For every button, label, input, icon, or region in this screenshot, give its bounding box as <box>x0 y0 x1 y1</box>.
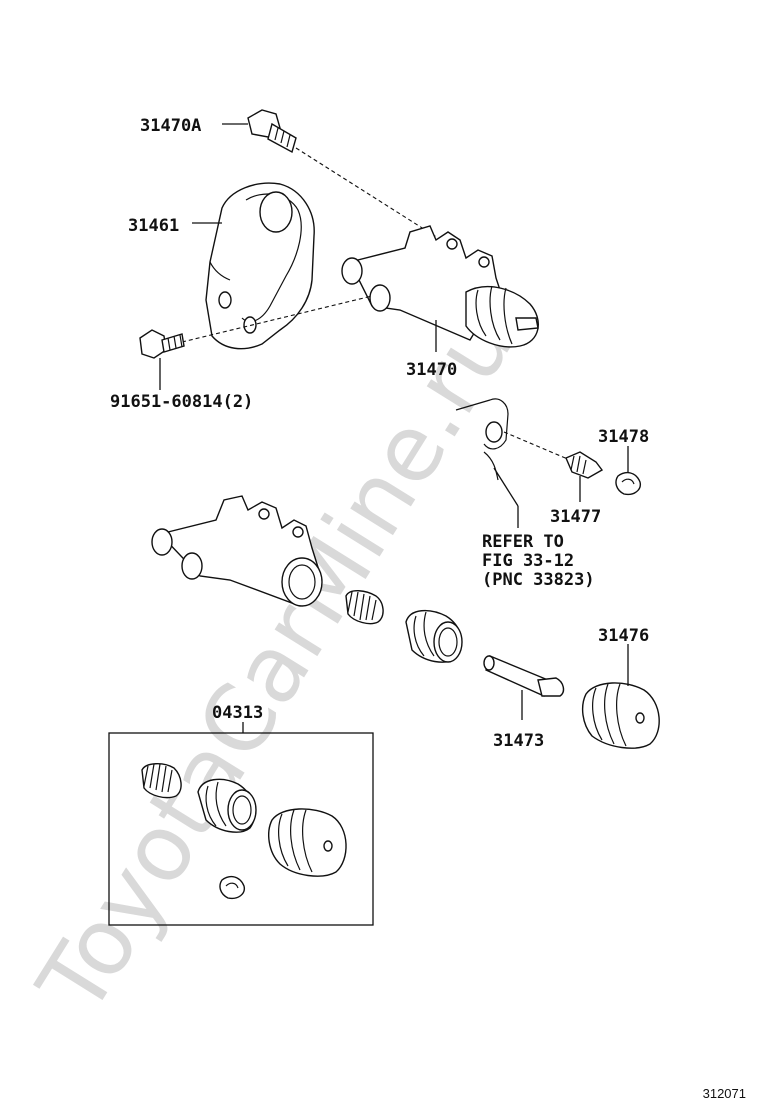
label-31478: 31478 <box>598 427 649 447</box>
watermark: ToyotaCarMine.ru <box>17 293 534 1032</box>
figure-number: 312071 <box>703 1086 746 1101</box>
release-cylinder-31470-part[interactable] <box>341 225 539 348</box>
label-31473: 31473 <box>493 731 544 751</box>
piston-cup-part <box>405 609 463 663</box>
reference-line-3: (PNC 33823) <box>482 570 595 590</box>
leader-reference <box>493 467 519 507</box>
kit-spring-part <box>141 763 182 799</box>
label-91651: 91651-60814(2) <box>110 392 253 412</box>
cylinder-body-part <box>151 495 323 607</box>
retaining-bolt-31470a-part[interactable] <box>247 109 297 154</box>
reference-line-2: FIG 33-12 <box>482 551 574 571</box>
reference-line-1: REFER TO <box>482 532 564 552</box>
label-31476: 31476 <box>598 626 649 646</box>
kit-boot-part <box>268 808 347 877</box>
assembly-line-91651 <box>181 295 373 343</box>
repair-kit-box[interactable] <box>108 732 374 926</box>
label-31477: 31477 <box>550 507 601 527</box>
assembly-line-31470a <box>295 147 439 239</box>
bracket-31461-part[interactable] <box>205 182 315 350</box>
push-rod-31473-part[interactable] <box>483 655 565 697</box>
reference-port-part <box>455 398 509 481</box>
bleeder-plug-31477-part[interactable] <box>565 451 604 479</box>
bleeder-cap-31478-part[interactable] <box>615 471 641 496</box>
kit-cap-part <box>219 875 245 900</box>
kit-piston-cup-part <box>197 778 257 833</box>
label-31461: 31461 <box>128 216 179 236</box>
spring-part <box>345 590 384 625</box>
label-31470: 31470 <box>406 360 457 380</box>
assembly-line-31477 <box>503 431 571 461</box>
label-31470a: 31470A <box>140 116 201 136</box>
mounting-bolt-91651-part[interactable] <box>139 329 185 359</box>
boot-31476-part[interactable] <box>581 682 660 749</box>
label-04313: 04313 <box>212 703 263 723</box>
